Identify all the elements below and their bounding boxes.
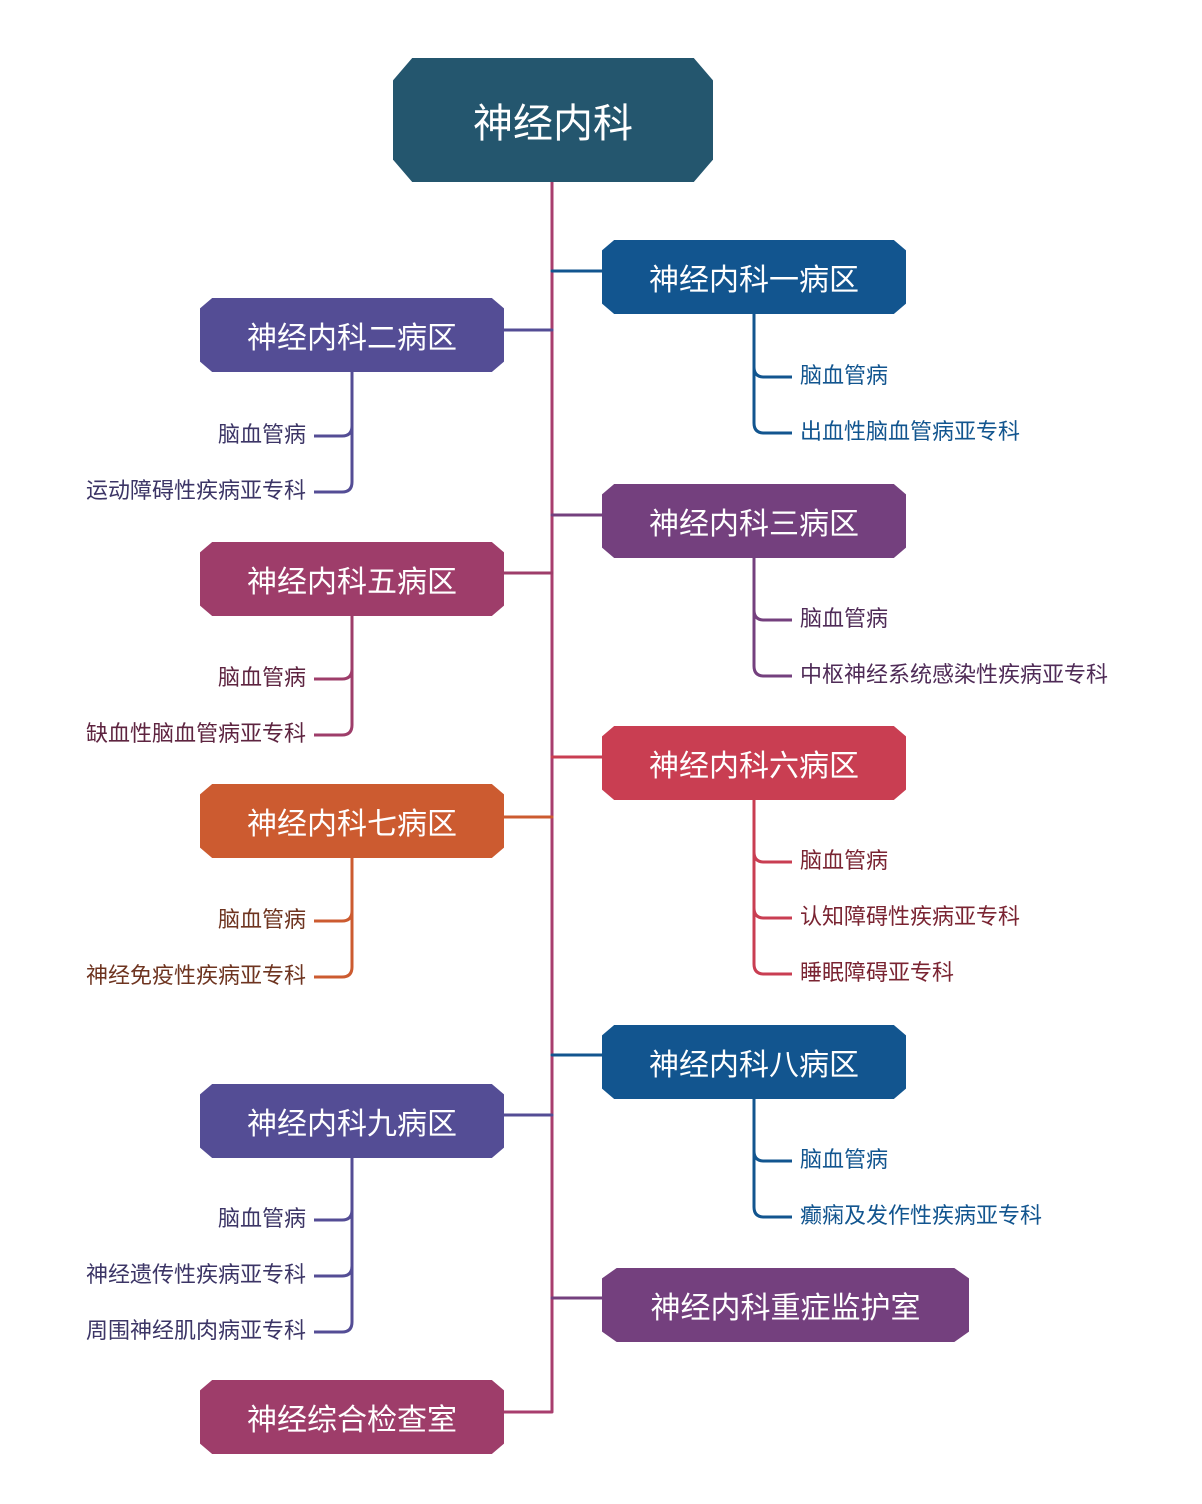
ward-w7: 神经内科七病区	[200, 784, 504, 858]
w9-item-0: 脑血管病	[217, 1207, 306, 1232]
w9-item-1: 神经遗传性疾病亚专科	[85, 1263, 306, 1288]
w6-leaf-line-0	[752, 851, 792, 872]
ward-w9-label: 神经内科九病区	[247, 1107, 457, 1142]
w9-item-2: 周围神经肌肉病亚专科	[85, 1319, 306, 1344]
ward-w1: 神经内科一病区	[602, 240, 906, 314]
ward-w8-label: 神经内科八病区	[649, 1048, 859, 1083]
w3-item-0: 脑血管病	[800, 607, 889, 632]
w5-leaf-line-0	[314, 668, 354, 689]
w2-leaf-line-0	[314, 425, 354, 446]
ward-w8: 神经内科八病区	[602, 1025, 906, 1099]
ward-w6: 神经内科六病区	[602, 726, 906, 800]
w1-leaf-line-0	[752, 366, 792, 387]
w7-item-0: 脑血管病	[217, 908, 306, 933]
ward-exam: 神经综合检查室	[200, 1380, 504, 1454]
w8-item-0: 脑血管病	[800, 1148, 889, 1173]
w9-leaf-line-2	[314, 1321, 354, 1334]
w9-leaf-line-1	[314, 1265, 354, 1286]
w6-leaf-line-1	[752, 907, 792, 928]
w2-item-0: 脑血管病	[217, 423, 306, 448]
ward-w3: 神经内科三病区	[602, 484, 906, 558]
w6-item-0: 脑血管病	[800, 849, 889, 874]
w8-item-1: 癫痫及发作性疾病亚专科	[800, 1204, 1043, 1229]
ward-w9: 神经内科九病区	[200, 1084, 504, 1158]
w6-item-1: 认知障碍性疾病亚专科	[800, 905, 1021, 930]
w5-item-0: 脑血管病	[217, 666, 306, 691]
ward-w3-label: 神经内科三病区	[649, 507, 859, 542]
w5-leaf-line-1	[314, 724, 354, 737]
ward-exam-label: 神经综合检查室	[247, 1403, 457, 1438]
w1-leaf-line-1	[752, 422, 792, 435]
w2-leaf-line-1	[314, 481, 354, 494]
ward-w5: 神经内科五病区	[200, 542, 504, 616]
ward-icu: 神经内科重症监护室	[602, 1268, 969, 1342]
w3-leaf-line-1	[752, 665, 792, 678]
trunk-line	[504, 182, 554, 1414]
ward-w7-label: 神经内科七病区	[247, 807, 457, 842]
w6-leaf-line-2	[752, 963, 792, 976]
root-node: 神经内科	[393, 58, 713, 182]
w3-leaf-line-0	[752, 609, 792, 630]
w8-leaf-line-0	[752, 1150, 792, 1171]
w7-leaf-line-0	[314, 910, 354, 931]
w3-item-1: 中枢神经系统感染性疾病亚专科	[800, 663, 1109, 688]
w9-leaf-line-0	[314, 1209, 354, 1230]
ward-w2-label: 神经内科二病区	[247, 321, 457, 356]
w5-item-1: 缺血性脑血管病亚专科	[85, 722, 306, 747]
w2-item-1: 运动障碍性疾病亚专科	[85, 479, 306, 504]
w8-leaf-line-1	[752, 1206, 792, 1219]
ward-w5-label: 神经内科五病区	[247, 565, 457, 600]
root-node-label: 神经内科	[473, 101, 633, 147]
ward-icu-label: 神经内科重症监护室	[650, 1291, 921, 1326]
w7-item-1: 神经免疫性疾病亚专科	[85, 964, 306, 989]
w6-item-2: 睡眠障碍亚专科	[800, 961, 955, 986]
ward-w6-label: 神经内科六病区	[649, 749, 859, 784]
w7-leaf-line-1	[314, 966, 354, 979]
w1-item-1: 出血性脑血管病亚专科	[800, 420, 1021, 445]
ward-w1-label: 神经内科一病区	[649, 263, 859, 298]
w1-item-0: 脑血管病	[800, 364, 889, 389]
ward-w2: 神经内科二病区	[200, 298, 504, 372]
